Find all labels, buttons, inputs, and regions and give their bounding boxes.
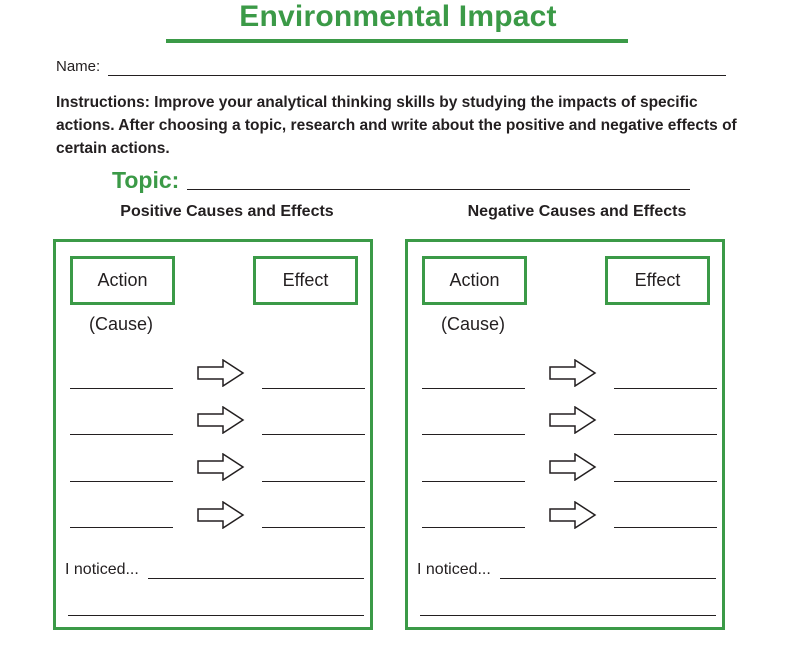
noticed-field[interactable] [500,578,716,579]
noticed-label: I noticed... [65,561,139,578]
effect-blank[interactable] [614,481,717,482]
name-field[interactable] [108,75,726,76]
action-blank[interactable] [70,527,173,528]
right-arrow-outline-icon [197,359,245,387]
right-arrow-outline-icon [197,501,245,529]
noticed-field-continued[interactable] [420,615,716,616]
right-arrow-outline-icon [549,406,597,434]
name-label: Name: [56,58,101,75]
worksheet-title: Environmental Impact [239,0,557,33]
effect-blank[interactable] [262,388,365,389]
noticed-field[interactable] [148,578,364,579]
action-blank[interactable] [422,481,525,482]
right-arrow-outline-icon [197,406,245,434]
action-blank[interactable] [70,481,173,482]
action-label: Action [97,270,148,290]
action-blank[interactable] [70,434,173,435]
negative-heading: Negative Causes and Effects [467,203,687,220]
effect-blank[interactable] [262,434,365,435]
effect-blank[interactable] [614,434,717,435]
action-blank[interactable] [422,388,525,389]
effect-label: Effect [634,270,681,290]
instructions-text: Instructions: Improve your analytical th… [56,94,737,157]
negative-panel: Action Effect (Cause) I noticed... [405,239,725,630]
action-label-box: Action [70,256,175,305]
action-label: Action [449,270,500,290]
effect-label: Effect [282,270,329,290]
effect-label-box: Effect [605,256,710,305]
action-blank[interactable] [422,434,525,435]
action-blank[interactable] [70,388,173,389]
topic-field[interactable] [187,189,690,190]
effect-label-box: Effect [253,256,358,305]
positive-panel: Action Effect (Cause) I noticed... [53,239,373,630]
right-arrow-outline-icon [549,501,597,529]
noticed-label: I noticed... [417,561,491,578]
effect-blank[interactable] [614,388,717,389]
right-arrow-outline-icon [549,359,597,387]
action-label-box: Action [422,256,527,305]
noticed-field-continued[interactable] [68,615,364,616]
topic-label: Topic: [112,167,180,193]
title-underline [166,39,628,43]
effect-blank[interactable] [262,481,365,482]
positive-heading: Positive Causes and Effects [120,203,334,220]
action-blank[interactable] [422,527,525,528]
right-arrow-outline-icon [549,453,597,481]
cause-label: (Cause) [441,314,506,334]
effect-blank[interactable] [262,527,365,528]
right-arrow-outline-icon [197,453,245,481]
effect-blank[interactable] [614,527,717,528]
cause-label: (Cause) [89,314,154,334]
